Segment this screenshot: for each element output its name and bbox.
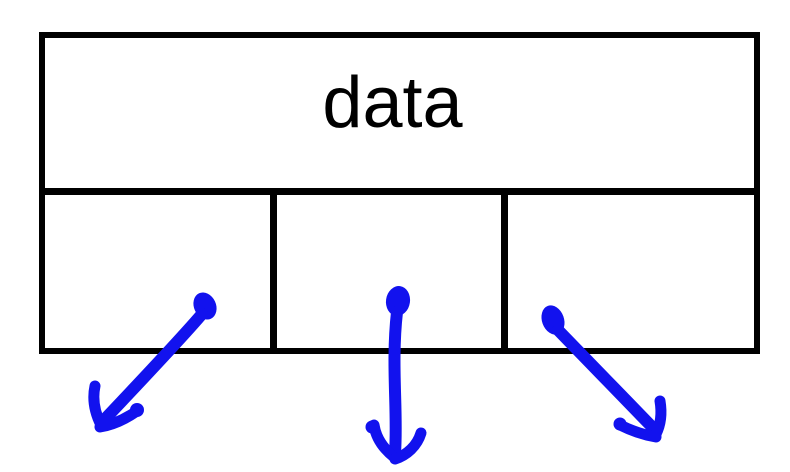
- partition-cell-2: [277, 195, 508, 348]
- partition-cell-3: [508, 195, 754, 348]
- partition-row: [45, 195, 754, 348]
- data-block: data: [39, 32, 760, 354]
- data-header-cell: data: [45, 38, 754, 195]
- partition-cell-1: [45, 195, 277, 348]
- data-header-label: data: [322, 63, 463, 143]
